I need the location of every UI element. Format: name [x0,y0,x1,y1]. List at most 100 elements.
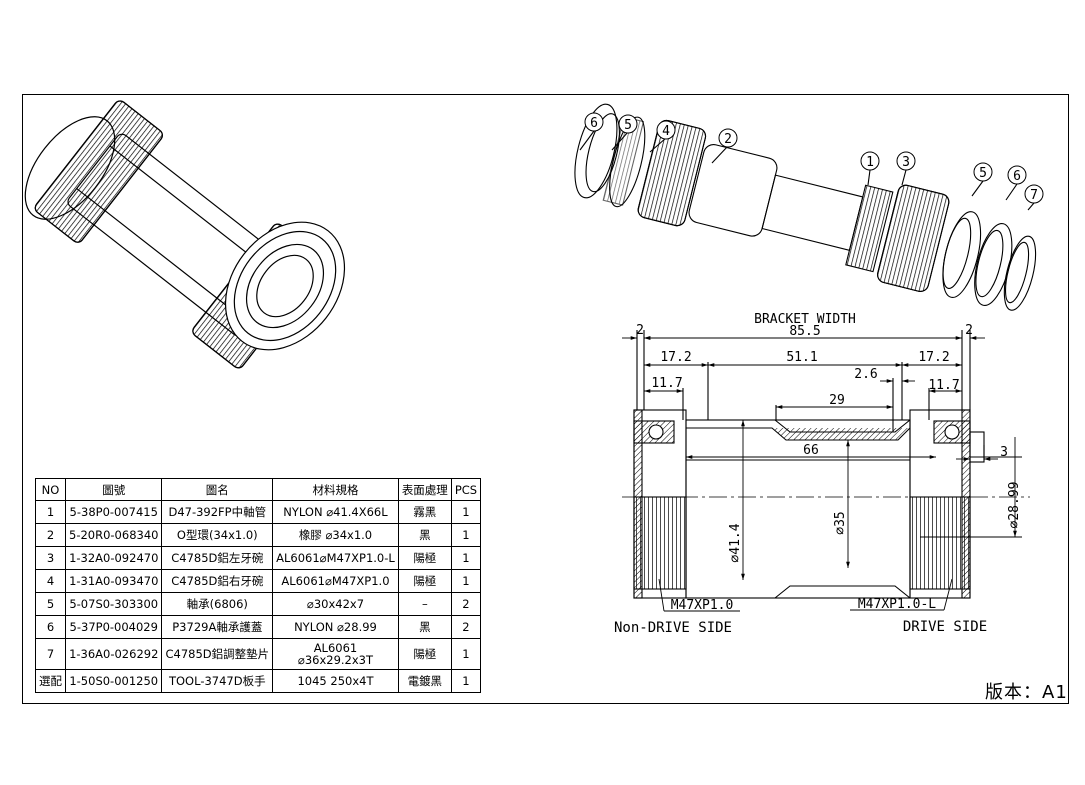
cell-finish: 陽極 [397,546,452,570]
cell-pcs: 1 [450,569,482,593]
cell-spec: 1045 250x4T [272,669,399,693]
cell-name: C4785D鋁調整墊片 [161,638,274,670]
col-no: NO [35,478,66,501]
callout-3: 3 [902,155,910,170]
cell-part: 5-37P0-004029 [64,615,163,639]
table-row: 5 5-07S0-303300 軸承(6806) ⌀30x42x7 – 2 [35,592,482,616]
bracket-width-label: BRACKET WIDTH [754,312,856,327]
cell-part: 1-36A0-026292 [64,638,163,670]
bom-header: NO 圖號 圖名 材料規格 表面處理 PCS [35,478,482,501]
callout-6: 6 [590,116,598,131]
cell-pcs: 1 [450,500,482,524]
cell-finish: – [397,592,452,616]
cell-name: P3729A軸承護蓋 [161,615,274,639]
cell-part: 1-31A0-093470 [64,569,163,593]
dim-left-thread: 11.7 [651,376,682,391]
cell-finish: 陽極 [397,569,452,593]
callout-balloons [584,112,1044,204]
table-row: 3 1-32A0-092470 C4785D鋁左牙碗 AL6061⌀M47XP1… [35,546,482,570]
callout-1: 1 [866,155,874,170]
table-row: 4 1-31A0-093470 C4785D鋁右牙碗 AL6061⌀M47XP1… [35,569,482,593]
callout-5b: 5 [979,166,987,181]
cell-spec: AL6061⌀M47XP1.0 [272,569,399,593]
cell-finish: 黑 [397,523,452,547]
cell-no: 5 [35,592,66,616]
cell-name: TOOL-3747D板手 [161,669,274,693]
cell-no: 3 [35,546,66,570]
drawing-border [22,94,1069,704]
callout-6b: 6 [1013,169,1021,184]
cell-pcs: 2 [450,592,482,616]
cell-pcs: 1 [450,523,482,547]
cell-spec: AL6061⌀M47XP1.0-L [272,546,399,570]
cell-no: 選配 [35,669,66,693]
drive-side-label: DRIVE SIDE [903,619,987,635]
table-row: 1 5-38P0-007415 D47-392FP中軸管 NYLON ⌀41.4… [35,500,482,524]
col-part: 圖號 [64,478,163,501]
dim-middle: 51.1 [786,350,817,365]
non-drive-side-label: Non-DRIVE SIDE [614,620,732,636]
dim-flange-left: 2 [636,323,644,338]
cell-part: 1-50S0-001250 [64,669,163,693]
cell-pcs: 1 [450,638,482,670]
dim-spindle: 66 [803,443,819,458]
cell-part: 5-07S0-303300 [64,592,163,616]
thread-right-label: M47XP1.0-L [858,597,936,612]
cell-name: D47-392FP中軸管 [161,500,274,524]
dim-lip: 3 [1000,445,1008,460]
cell-finish: 陽極 [397,638,452,670]
cell-part: 1-32A0-092470 [64,546,163,570]
cell-name: 軸承(6806) [161,592,274,616]
cell-spec: 橡膠 ⌀34x1.0 [272,523,399,547]
cell-no: 1 [35,500,66,524]
cell-pcs: 1 [450,669,482,693]
callout-7: 7 [1030,188,1038,203]
dim-dia-inner: ⌀35 [833,511,848,534]
section-view [622,330,1030,599]
cell-name: O型環(34x1.0) [161,523,274,547]
exploded-view [574,103,1037,311]
table-row: 選配 1-50S0-001250 TOOL-3747D板手 1045 250x4… [35,669,482,693]
cell-spec: AL6061 ⌀36x29.2x3T [272,638,399,670]
cell-no: 6 [35,615,66,639]
cell-finish: 電鍍黑 [397,669,452,693]
cell-finish: 黑 [397,615,452,639]
table-row: 2 5-20R0-068340 O型環(34x1.0) 橡膠 ⌀34x1.0 黑… [35,523,482,547]
dim-offset: 2.6 [854,367,877,382]
dim-bracket-width: 85.5 [789,324,820,339]
cell-name: C4785D鋁左牙碗 [161,546,274,570]
dim-flange-right: 2 [965,323,973,338]
col-pcs: PCS [450,478,482,501]
callout-4: 4 [662,124,670,139]
callout-5: 5 [624,118,632,133]
col-name: 圖名 [161,478,274,501]
cell-spec: NYLON ⌀41.4X66L [272,500,399,524]
table-row: 6 5-37P0-004029 P3729A軸承護蓋 NYLON ⌀28.99 … [35,615,482,639]
cell-no: 4 [35,569,66,593]
cell-name: C4785D鋁右牙碗 [161,569,274,593]
table-row: 7 1-36A0-026292 C4785D鋁調整墊片 AL6061 ⌀36x2… [35,638,482,670]
dim-dia-bore: ⌀28.99 [1007,482,1022,529]
dim-dia-outer: ⌀41.4 [728,523,743,562]
assembled-iso-view [24,100,346,369]
dim-left-cup: 17.2 [660,350,691,365]
thread-left-label: M47XP1.0 [671,598,734,613]
cell-no: 2 [35,523,66,547]
col-finish: 表面處理 [397,478,452,501]
cell-finish: 霧黑 [397,500,452,524]
dimension-lines [622,336,1017,612]
dim-inner-span: 29 [829,393,845,408]
cell-no: 7 [35,638,66,670]
dim-right-thread: 11.7 [928,378,959,393]
cell-part: 5-20R0-068340 [64,523,163,547]
cell-pcs: 1 [450,546,482,570]
bill-of-materials: NO 圖號 圖名 材料規格 表面處理 PCS 1 5-38P0-007415 D… [35,478,482,693]
cell-pcs: 2 [450,615,482,639]
cell-part: 5-38P0-007415 [64,500,163,524]
col-spec: 材料規格 [272,478,399,501]
cell-spec: ⌀30x42x7 [272,592,399,616]
callout-2: 2 [724,132,732,147]
cell-spec-line1: AL6061 [313,641,358,655]
dim-right-cup: 17.2 [918,350,949,365]
